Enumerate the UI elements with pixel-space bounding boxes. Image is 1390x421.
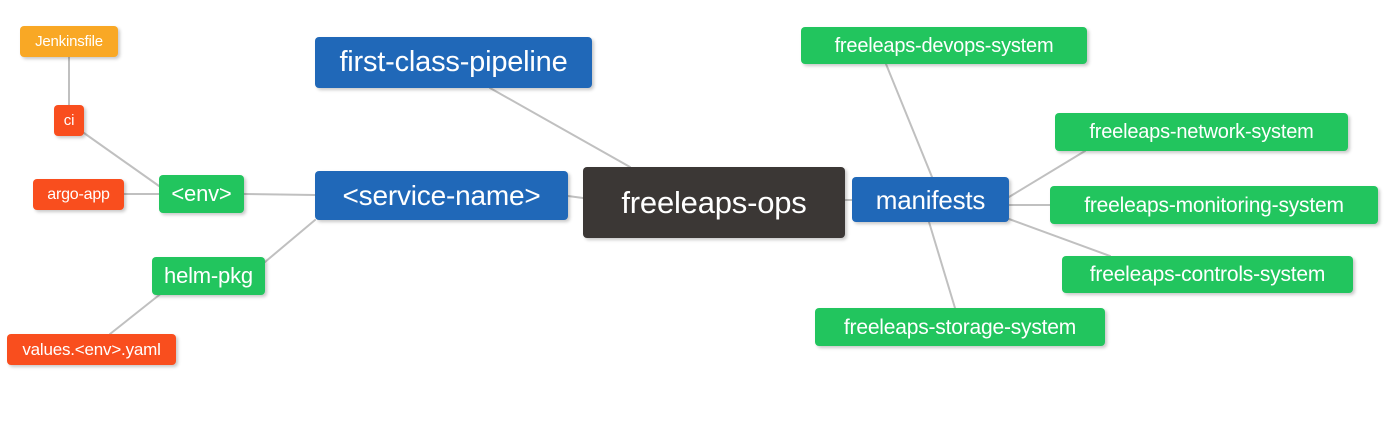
node-freeleaps-controls-system[interactable]: freeleaps-controls-system (1062, 256, 1353, 293)
node-env[interactable]: <env> (159, 175, 244, 213)
edge-service-name-to-freeleaps-ops (567, 195, 584, 199)
node-first-class-pipeline[interactable]: first-class-pipeline (315, 37, 592, 88)
node-freeleaps-storage-system[interactable]: freeleaps-storage-system (815, 308, 1105, 346)
node-argo-app[interactable]: argo-app (33, 179, 124, 210)
edge-manifests-to-freeleaps-controls-system (1008, 218, 1111, 257)
node-values-yaml[interactable]: values.<env>.yaml (7, 334, 176, 365)
edge-first-class-pipeline-to-freeleaps-ops (489, 87, 631, 168)
node-service-name[interactable]: <service-name> (315, 171, 568, 220)
edge-freeleaps-devops-system-to-manifests (885, 63, 933, 178)
edge-env-to-service-name (243, 193, 316, 196)
node-freeleaps-network-system[interactable]: freeleaps-network-system (1055, 113, 1348, 151)
edge-manifests-to-freeleaps-storage-system (928, 221, 956, 309)
node-manifests[interactable]: manifests (852, 177, 1009, 222)
node-jenkinsfile[interactable]: Jenkinsfile (20, 26, 118, 57)
node-freeleaps-devops-system[interactable]: freeleaps-devops-system (801, 27, 1087, 64)
node-helm-pkg[interactable]: helm-pkg (152, 257, 265, 295)
node-freeleaps-monitoring-system[interactable]: freeleaps-monitoring-system (1050, 186, 1378, 224)
edge-service-name-to-helm-pkg (264, 219, 316, 263)
node-ci[interactable]: ci (54, 105, 84, 136)
node-freeleaps-ops[interactable]: freeleaps-ops (583, 167, 845, 238)
